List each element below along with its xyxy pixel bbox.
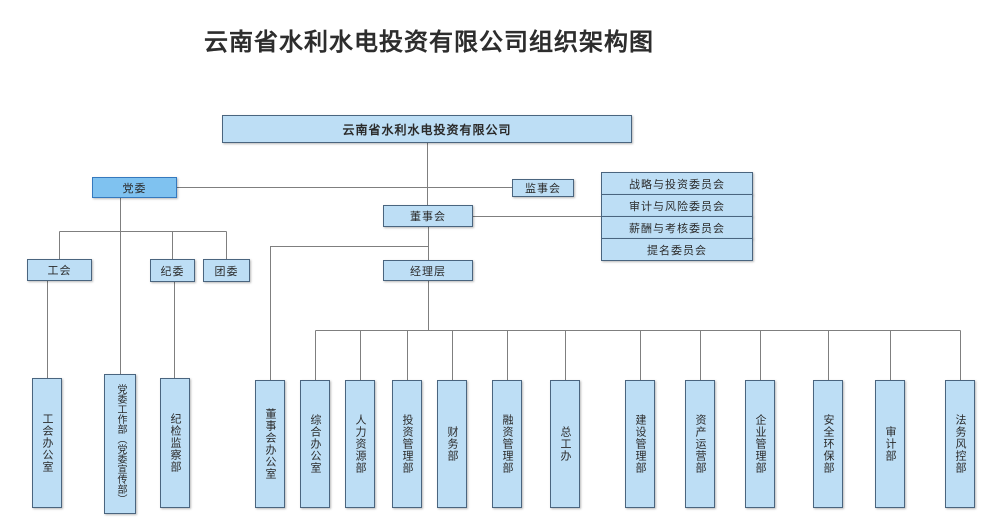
- node-company-root: 云南省水利水电投资有限公司: [222, 115, 632, 143]
- node-discipline-committee: 纪委: [150, 259, 195, 282]
- node-committee-strategy-investment: 战略与投资委员会: [601, 172, 753, 195]
- node-dept-construction-management: 建设管理部: [625, 380, 655, 508]
- node-union-office: 工会办公室: [32, 378, 62, 508]
- node-supervisory-board: 监事会: [512, 179, 574, 197]
- node-dept-chief-engineer-office: 总工办: [550, 380, 580, 508]
- node-dept-general-office: 综合办公室: [300, 380, 330, 508]
- node-management-level: 经理层: [383, 260, 473, 281]
- node-dept-asset-operations: 资产运营部: [685, 380, 715, 508]
- node-committee-nomination: 提名委员会: [601, 238, 753, 261]
- node-dept-investment-management: 投资管理部: [392, 380, 422, 508]
- node-dept-board-office: 董事会办公室: [255, 380, 285, 508]
- node-dept-human-resources: 人力资源部: [345, 380, 375, 508]
- node-board-of-directors: 董事会: [383, 205, 473, 227]
- node-youth-league-committee: 团委: [203, 259, 250, 282]
- node-dept-enterprise-management: 企业管理部: [745, 380, 775, 508]
- node-party-committee: 党委: [92, 177, 177, 198]
- node-labor-union: 工会: [27, 259, 92, 281]
- node-discipline-inspection-dept: 纪检监察部: [160, 378, 190, 508]
- node-party-work-dept: 党委工作部（党委宣传部）: [104, 374, 136, 514]
- node-dept-safety-environment: 安全环保部: [813, 380, 843, 508]
- node-committee-remuneration-assessment: 薪酬与考核委员会: [601, 216, 753, 239]
- node-dept-finance: 财务部: [437, 380, 467, 508]
- node-dept-legal-risk-control: 法务风控部: [945, 380, 975, 508]
- node-dept-audit: 审计部: [875, 380, 905, 508]
- node-committee-audit-risk: 审计与风险委员会: [601, 194, 753, 217]
- node-dept-financing-management: 融资管理部: [492, 380, 522, 508]
- page-title: 云南省水利水电投资有限公司组织架构图: [204, 28, 654, 56]
